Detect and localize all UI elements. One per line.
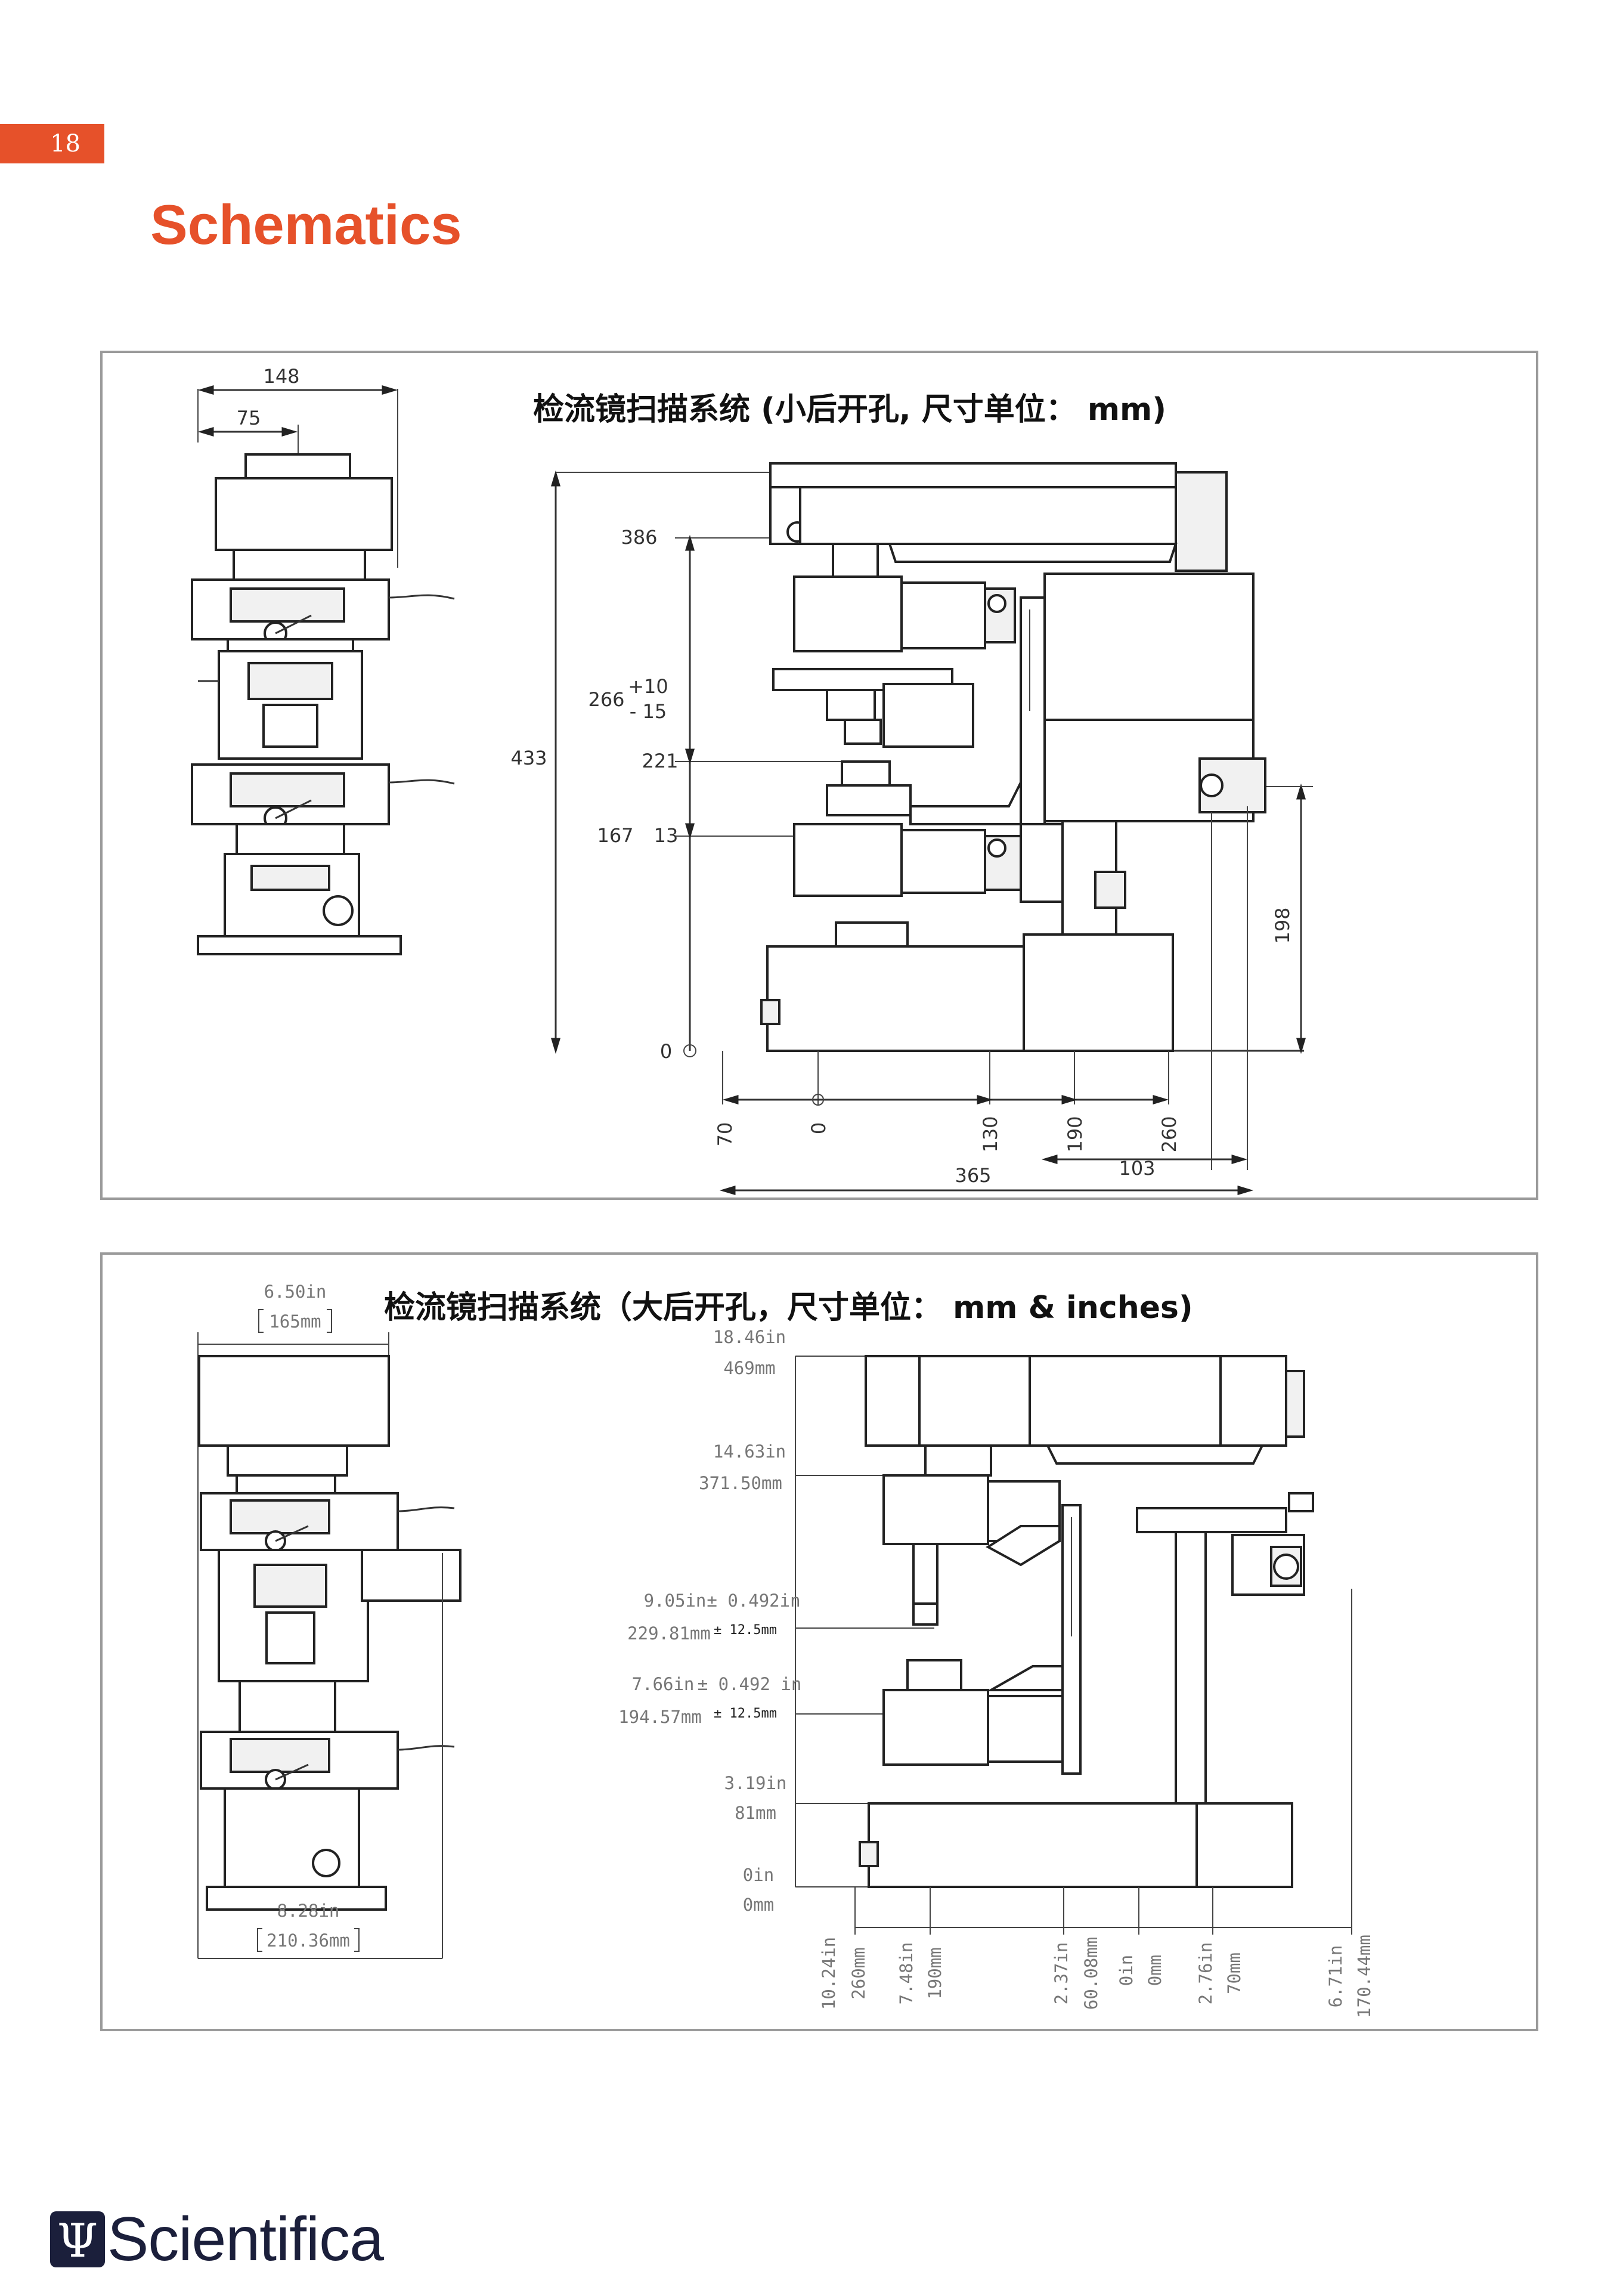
psi-logo-icon: Ψ <box>50 2211 105 2268</box>
hdim-group-4: 2.76in 70mm <box>1195 1942 1244 2005</box>
dim-v4-mm: 194.57mm <box>618 1707 702 1727</box>
dim-v3-tol-in: ± 0.492in <box>707 1591 800 1611</box>
schematic-panel-small-aperture: 检流镜扫描系统 (小后开孔, 尺寸单位： mm) 148 75 <box>100 351 1538 1200</box>
dim-h0-mm: 260mm <box>848 1947 869 1999</box>
dim-h0-in: 10.24in <box>819 1937 839 2010</box>
dim-198: 198 <box>1271 907 1294 943</box>
dim-v3-tol-mm: ± 12.5mm <box>714 1623 777 1638</box>
dim-h2-mm: 60.08mm <box>1081 1937 1101 2010</box>
page-title: Schematics <box>150 193 462 256</box>
vertical-dimensions: 18.46in 469mm 14.63in 371.50mm 9.05in ± … <box>618 1327 937 1915</box>
dim-v4-tol-mm: ± 12.5mm <box>714 1706 777 1721</box>
dim-minus15: - 15 <box>630 700 667 723</box>
hdim-group-3: 0in 0mm <box>1116 1955 1165 1986</box>
dim-13: 13 <box>654 824 679 847</box>
panel-title: 检流镜扫描系统 (小后开孔, 尺寸单位： mm) <box>533 392 1166 428</box>
page-number: 18 <box>0 124 104 163</box>
dim-v6-mm: 0mm <box>743 1895 774 1915</box>
dim-v5-in: 3.19in <box>724 1773 787 1793</box>
front-view-drawing: 6.50in 165mm <box>197 1282 461 1959</box>
horizontal-dimensions: 10.24in 260mm 7.48in 190mm 2.37in 60.08m… <box>819 1589 1374 2018</box>
dim-v3-mm: 229.81mm <box>627 1623 711 1644</box>
dim-v4-tol-in: ± 0.492 in <box>698 1674 802 1694</box>
dim-v1-mm: 469mm <box>723 1358 775 1378</box>
dim-v1-in: 18.46in <box>713 1327 786 1347</box>
dim-top-in: 6.50in <box>264 1282 327 1302</box>
dim-h130: 130 <box>979 1116 1002 1152</box>
dim-h3-mm: 0mm <box>1145 1955 1165 1986</box>
dim-h365: 365 <box>955 1164 991 1187</box>
dim-h260: 260 <box>1158 1116 1181 1152</box>
dim-bottom-mm: 210.36mm <box>267 1930 350 1951</box>
hdim-group-0: 10.24in 260mm <box>819 1937 869 2010</box>
panel-title: 检流镜扫描系统（大后开孔，尺寸单位： mm & inches) <box>384 1290 1193 1326</box>
dim-v3-in: 9.05in <box>644 1591 707 1611</box>
dim-h190: 190 <box>1064 1116 1086 1152</box>
dim-h70: 70 <box>714 1122 736 1147</box>
dim-v2-in: 14.63in <box>713 1441 786 1462</box>
dim-148: 148 <box>263 365 299 388</box>
horizontal-dimensions: 70 0 130 190 260 103 365 <box>714 806 1254 1196</box>
dim-h4-in: 2.76in <box>1195 1942 1216 2005</box>
dim-plus10: +10 <box>628 675 668 698</box>
dim-v5-mm: 81mm <box>735 1803 776 1823</box>
dim-v2-mm: 371.50mm <box>699 1473 782 1493</box>
dim-v4-in: 7.66in <box>632 1674 695 1694</box>
dim-h1-in: 7.48in <box>896 1942 916 2005</box>
dim-h2-in: 2.37in <box>1051 1942 1071 2005</box>
side-view-drawing: 433 386 266 +10 - 15 221 167 13 0 198 <box>510 462 1313 1063</box>
hdim-group-1: 7.48in 190mm <box>896 1942 945 2005</box>
svg-text:Ψ: Ψ <box>57 2214 98 2268</box>
dim-h4-mm: 70mm <box>1224 1952 1244 1994</box>
dim-h103: 103 <box>1119 1157 1155 1180</box>
schematic-panel-large-aperture: 检流镜扫描系统（大后开孔，尺寸单位： mm & inches) 6.50in 1… <box>100 1252 1538 2031</box>
dim-266: 266 <box>588 688 624 711</box>
dim-zero: 0 <box>660 1040 672 1063</box>
dim-386: 386 <box>621 526 657 549</box>
dim-h1-mm: 190mm <box>925 1947 945 1999</box>
dim-h5-in: 6.71in <box>1325 1945 1346 2008</box>
dim-h5-mm: 170.44mm <box>1354 1935 1374 2018</box>
dim-433: 433 <box>510 747 547 769</box>
schematic-drawing: 148 75 <box>191 365 1313 1196</box>
dim-75: 75 <box>237 407 261 429</box>
dim-h0: 0 <box>807 1122 830 1134</box>
front-view-drawing: 148 75 <box>191 365 455 955</box>
schematic-drawing: 6.50in 165mm <box>197 1282 1374 2018</box>
dim-221: 221 <box>642 750 678 772</box>
hdim-group-5: 6.71in 170.44mm <box>1325 1935 1374 2018</box>
dim-bottom-in: 8.28in <box>277 1901 340 1921</box>
hdim-group-2: 2.37in 60.08mm <box>1051 1937 1101 2010</box>
dim-v6-in: 0in <box>743 1865 774 1885</box>
dim-h3-in: 0in <box>1116 1955 1136 1986</box>
dim-top-mm: 165mm <box>269 1311 321 1332</box>
logo-wordmark: Scientifica <box>107 2204 384 2274</box>
scientifica-logo: Ψ Scientifica <box>48 2204 384 2274</box>
side-view-drawing <box>859 1355 1314 1888</box>
dim-167: 167 <box>597 824 633 847</box>
